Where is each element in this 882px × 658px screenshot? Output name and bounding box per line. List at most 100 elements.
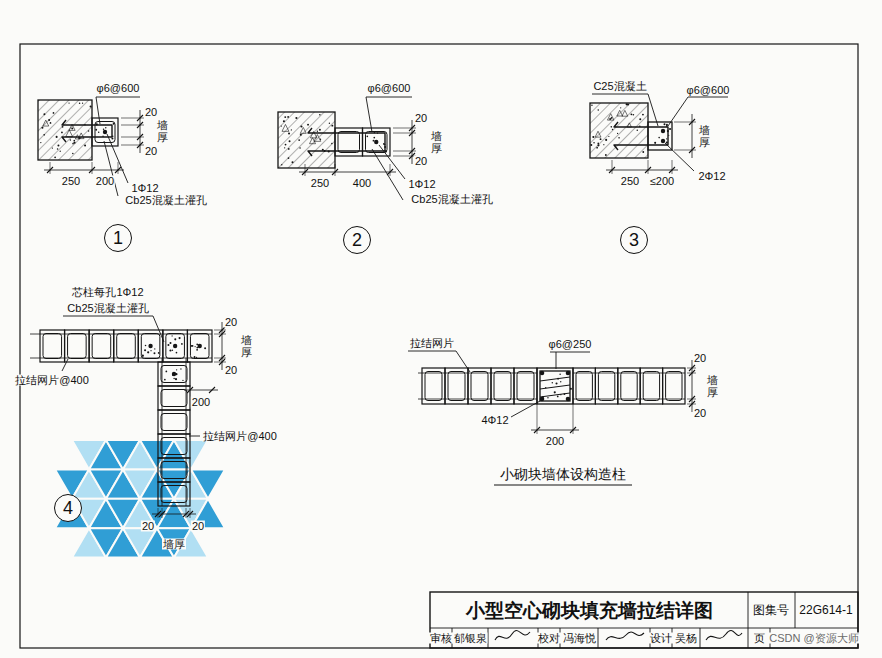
title-block-cell: 审核 [429, 633, 453, 644]
concrete-dot [630, 113, 632, 115]
concrete-dot [285, 144, 287, 146]
concrete-dot [600, 138, 602, 140]
concrete-dot [288, 148, 290, 150]
dimension-line [299, 172, 396, 173]
concrete-dot [95, 129, 97, 131]
tie-mesh [30, 334, 212, 335]
concrete-dot [204, 347, 206, 349]
title-block-rule [598, 628, 599, 648]
concrete-dot [142, 355, 143, 356]
concrete-dot [612, 129, 613, 130]
extension-line [393, 156, 416, 157]
extension-line [674, 150, 696, 151]
rebar-dot [173, 344, 177, 348]
concrete-dot [331, 125, 333, 127]
concrete-dot [329, 123, 330, 124]
dimension-label: 20 [144, 146, 158, 157]
dimension-label: 20 [414, 113, 428, 124]
concrete-dot [43, 113, 45, 115]
block-hole [666, 372, 682, 401]
dimension-label: 20 [414, 156, 428, 167]
concrete-dot [560, 381, 561, 382]
block-hole [161, 390, 187, 407]
extension-line [214, 358, 226, 359]
block-hole [161, 366, 187, 383]
concrete-dot [169, 349, 171, 351]
concrete-dot [591, 104, 593, 106]
concrete-column [590, 103, 648, 158]
signature [706, 630, 742, 640]
concrete-dot [90, 105, 92, 107]
signature [606, 632, 644, 640]
watermark-triangle [191, 469, 225, 498]
rebar-spec: φ6@600 [96, 83, 141, 94]
concrete-dot [639, 118, 641, 120]
aggregate-mark [617, 110, 623, 116]
concrete-dot [113, 123, 115, 125]
rebar-spec: 1Φ12 [130, 183, 159, 194]
dimension-line [140, 110, 141, 153]
callout-circle: 4 [54, 494, 82, 522]
concrete-dot [56, 136, 58, 138]
extension-line [214, 330, 226, 331]
block-hole [166, 334, 185, 359]
extension-line [214, 334, 226, 335]
concrete-dot [52, 147, 53, 148]
leader-line [372, 149, 403, 200]
callout-circle: 3 [620, 226, 648, 254]
watermark: CSDN @资源大师 [768, 633, 859, 644]
extension-line [393, 151, 416, 152]
dimension-label: 墙厚 [699, 123, 710, 149]
extension-line [390, 164, 391, 176]
block-hole [598, 372, 614, 401]
concrete-dot [50, 122, 52, 124]
dimension-label: 20 [693, 408, 707, 419]
block-shell [335, 128, 363, 156]
title-block-rule [700, 628, 701, 648]
concrete-dot [288, 157, 290, 159]
concrete-dot [145, 345, 147, 347]
extension-line [393, 128, 416, 129]
leader-line [688, 97, 728, 98]
concrete-dot [287, 116, 289, 118]
concrete-dot [73, 140, 75, 142]
concrete-dot [79, 103, 81, 105]
concrete-dot [642, 114, 644, 116]
rebar-dot [103, 130, 107, 134]
block-shell [163, 330, 188, 362]
concrete-dot [596, 147, 598, 149]
dimension-label: 400 [352, 178, 372, 189]
leader-line [96, 97, 140, 98]
concrete-dot [298, 139, 300, 141]
leader-line [592, 94, 648, 95]
stirrup [540, 371, 570, 401]
detail-3 [590, 94, 728, 174]
rebar-dot [661, 139, 665, 143]
concrete-dot [165, 371, 167, 373]
concrete-dot [82, 103, 83, 104]
block-hole [425, 372, 442, 401]
concrete-dot [669, 128, 671, 130]
concrete-dot [547, 397, 548, 398]
concrete-dot [331, 143, 332, 144]
block-shell [89, 330, 114, 362]
concrete-dot [172, 335, 173, 336]
leader-line [153, 316, 164, 342]
concrete-dot [295, 117, 297, 119]
leader-line [62, 359, 68, 371]
block-shell [114, 330, 139, 362]
extension-line [687, 368, 696, 369]
extension-line [162, 508, 163, 518]
rebar-spec: 4Φ12 [480, 415, 509, 426]
block-hole [517, 372, 534, 401]
concrete-dot [43, 134, 45, 136]
dimension-label: 墙厚 [707, 373, 718, 399]
tie-mesh [30, 358, 186, 359]
extension-line [121, 137, 144, 138]
extension-line [158, 508, 159, 518]
concrete-dot [307, 124, 309, 126]
leader-line [456, 351, 470, 372]
extension-line [92, 162, 93, 174]
block-shell [40, 330, 65, 362]
rebar-dot [172, 372, 176, 376]
